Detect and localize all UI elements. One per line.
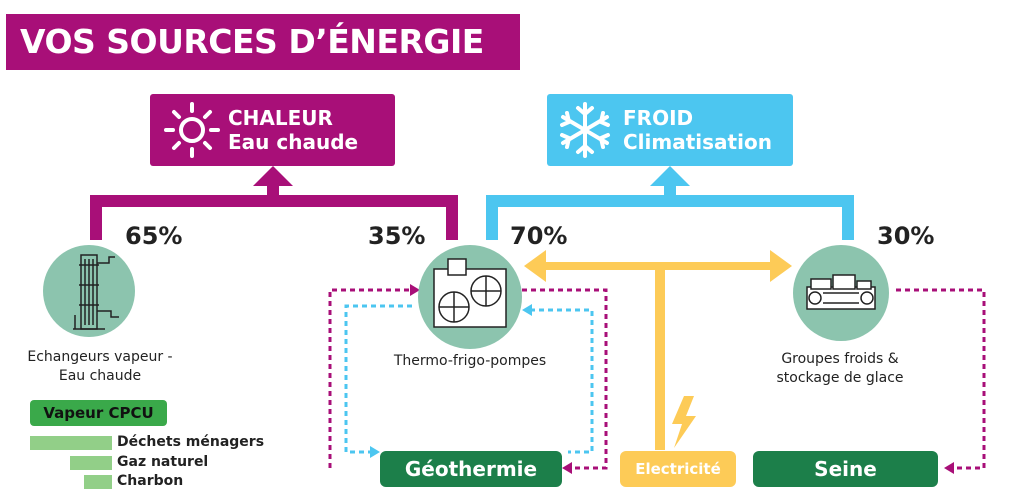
chiller-icon — [806, 274, 876, 310]
exchangers-percentage: 65% — [125, 222, 183, 250]
mix-label-charbon: Charbon — [117, 473, 184, 489]
cold-groups-label-line2: stockage de glace — [776, 370, 904, 386]
sun-icon — [164, 102, 220, 158]
heat-subtitle: Eau chaude — [228, 130, 359, 154]
cold-title: FROID — [623, 106, 694, 130]
exchangers-node — [43, 245, 135, 337]
seine-source: Seine — [753, 451, 938, 487]
dotted-arrow-into-geothermie — [562, 462, 572, 474]
dotted-arrow-into-tfp-left — [410, 284, 420, 296]
dotted-arrow-into-seine — [944, 462, 954, 474]
page-title: VOS SOURCES D’ÉNERGIE — [6, 14, 520, 70]
heat-title: CHALEUR — [228, 106, 333, 130]
cold-groups-node — [793, 245, 889, 341]
cold-box: FROID Climatisation — [547, 94, 793, 166]
cyan-arrow-into-tfp-right — [522, 304, 532, 316]
groups-percentage: 30% — [877, 222, 935, 250]
tfp-label: Thermo-frigo-pompes — [393, 353, 547, 369]
electricity-arrow-right — [770, 250, 792, 282]
tfp-node — [418, 245, 522, 349]
lightning-icon — [672, 396, 696, 448]
tfp-heat-percentage: 35% — [368, 222, 426, 250]
mix-label-dechets: Déchets ménagers — [117, 434, 265, 450]
heat-pump-icon — [433, 258, 507, 328]
heat-arrow-up — [253, 166, 293, 186]
electricity-arrow-left — [524, 250, 546, 282]
mix-bar-dechets — [30, 436, 112, 450]
heat-box: CHALEUR Eau chaude — [150, 94, 395, 166]
vapeur-cpcu-badge: Vapeur CPCU — [30, 400, 167, 426]
geothermal-heat-dotted-loop — [328, 288, 986, 470]
mix-bar-gaz — [70, 456, 112, 470]
electricite-source: Electricité — [620, 451, 736, 487]
tfp-cold-percentage: 70% — [510, 222, 568, 250]
heat-connector — [90, 184, 458, 240]
geothermie-source: Géothermie — [380, 451, 562, 487]
cold-groups-label-line1: Groupes froids & — [781, 351, 899, 367]
exchangers-label-line1: Echangeurs vapeur - — [27, 349, 173, 365]
steam-exchanger-icon — [73, 254, 119, 330]
mix-bar-charbon — [84, 475, 112, 489]
exchangers-label-line2: Eau chaude — [58, 368, 142, 384]
cyan-arrow-into-geothermie — [370, 446, 380, 458]
cold-groups-label: Groupes froids & stockage de glace — [750, 350, 930, 388]
electricity-connector — [540, 262, 776, 450]
geothermal-cold-dotted-loop — [344, 304, 594, 454]
cold-arrow-up — [650, 166, 690, 186]
snowflake-icon — [560, 102, 610, 158]
cold-connector — [486, 184, 854, 240]
mix-label-gaz: Gaz naturel — [117, 454, 209, 470]
exchangers-label: Echangeurs vapeur - Eau chaude — [10, 348, 190, 386]
cold-subtitle: Climatisation — [623, 130, 772, 154]
